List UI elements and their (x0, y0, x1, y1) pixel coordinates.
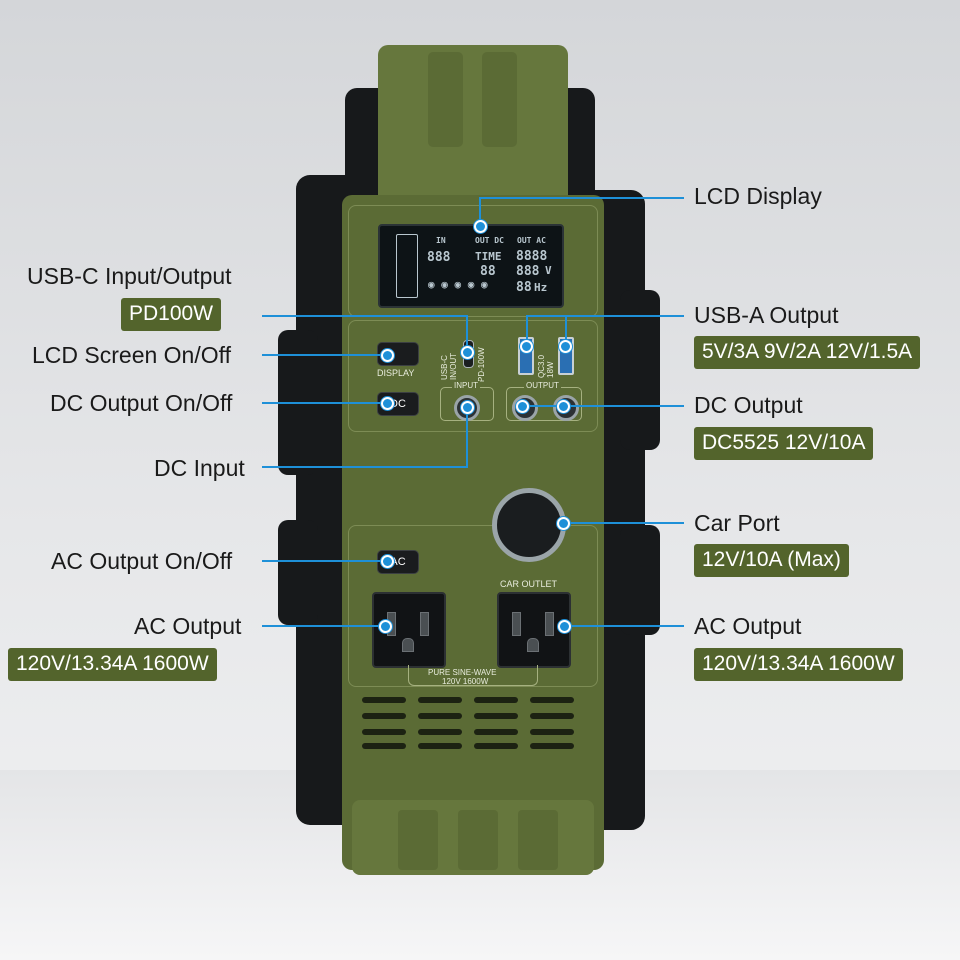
sine-wave-frame (408, 665, 538, 686)
marker-dot (379, 620, 392, 633)
top-panel (348, 205, 598, 317)
handle-ridge (482, 52, 517, 147)
marker-dot (557, 517, 570, 530)
connector-line (262, 354, 387, 356)
dc-output-spec-badge: DC5525 12V/10A (694, 427, 874, 460)
marker-dot (381, 397, 394, 410)
connector-line (562, 522, 684, 524)
ac-panel (348, 525, 598, 687)
sine-wave-rating: 120V 1600W (442, 677, 489, 686)
usbc-spec-badge: PD100W (121, 298, 222, 331)
lcd-volt-unit: V (545, 264, 552, 277)
lcd-status-icons: ◉ ◉ ◉ ◉ ◉ (428, 278, 488, 291)
lcd-in-value: 888 (427, 250, 451, 265)
connector-line (466, 315, 468, 351)
input-label: INPUT (452, 381, 480, 390)
battery-indicator (396, 234, 418, 298)
left-grip-lower (278, 520, 318, 625)
lcd-display-label: LCD Display (694, 183, 822, 209)
lcd-in-label: IN (436, 236, 446, 245)
lcd-hz-value: 88 (516, 280, 532, 295)
usba-title: USB-A Output (694, 302, 839, 328)
control-panel (348, 320, 598, 432)
display-button-label: DISPLAY (377, 368, 415, 378)
ac-output-left-label: AC Output (134, 613, 242, 639)
handle-ridge (428, 52, 463, 147)
connector-line (262, 625, 387, 627)
connector-line (262, 315, 468, 317)
qc-label: QC3.0 18W (537, 354, 555, 378)
marker-dot (461, 346, 474, 359)
lcd-time-value: 88 (480, 264, 496, 279)
marker-dot (520, 340, 533, 353)
connector-line (520, 405, 684, 407)
right-grip-lower (620, 525, 660, 635)
car-port-spec-badge: 12V/10A (Max) (694, 544, 849, 577)
lcd-ac-value: 8888 (516, 249, 548, 264)
base-ridge (458, 810, 498, 870)
marker-dot (558, 620, 571, 633)
ac-output-right-label: AC Output (694, 613, 802, 639)
usba-spec-badge: 5V/3A 9V/2A 12V/1.5A (694, 336, 921, 369)
lcd-onoff-label: LCD Screen On/Off (32, 342, 231, 368)
car-port[interactable] (492, 488, 566, 562)
connector-line (262, 560, 387, 562)
usbc-pd-label: PD-100W (477, 347, 486, 382)
connector-line (526, 315, 684, 317)
dc-onoff-label: DC Output On/Off (50, 390, 233, 416)
marker-dot (461, 401, 474, 414)
right-grip (620, 290, 660, 450)
ac-spec-right-badge: 120V/13.34A 1600W (694, 648, 903, 681)
connector-line (563, 625, 684, 627)
ac-button-label: AC (390, 556, 406, 568)
lcd-screen: IN OUT DC OUT AC 888 TIME 8888 88 888 V … (378, 224, 564, 308)
lcd-out-dc-label: OUT DC (475, 236, 504, 245)
handle (378, 45, 568, 215)
lcd-volt-value: 888 (516, 264, 540, 279)
marker-dot (559, 340, 572, 353)
car-outlet-label: CAR OUTLET (500, 579, 558, 589)
connector-line (479, 197, 684, 199)
dc-button-label: DC (390, 398, 406, 410)
marker-dot (474, 220, 487, 233)
car-port-label: Car Port (694, 510, 780, 536)
lcd-hz-unit: Hz (534, 281, 548, 294)
marker-dot (381, 555, 394, 568)
ac-spec-left-badge: 120V/13.34A 1600W (8, 648, 217, 681)
dc-output-label: DC Output (694, 392, 803, 418)
lcd-out-ac-label: OUT AC (517, 236, 546, 245)
connector-line (466, 408, 468, 468)
output-label: OUTPUT (524, 381, 561, 390)
base-ridge (518, 810, 558, 870)
sine-wave-label: PURE SINE-WAVE (428, 668, 497, 677)
connector-line (262, 402, 387, 404)
marker-dot (381, 349, 394, 362)
connector-line (565, 315, 567, 345)
connector-line (479, 197, 481, 227)
marker-dot (557, 400, 570, 413)
usbc-port-label: USB-C IN/OUT (440, 352, 458, 380)
ac-onoff-label: AC Output On/Off (51, 548, 233, 574)
lcd-time-label: TIME (475, 250, 502, 263)
connector-line (526, 315, 528, 345)
base-ridge (398, 810, 438, 870)
dc-input-label: DC Input (154, 455, 245, 481)
connector-line (262, 466, 468, 468)
usbc-title: USB-C Input/Output (27, 263, 232, 289)
vent-grille (362, 697, 582, 757)
marker-dot (516, 400, 529, 413)
